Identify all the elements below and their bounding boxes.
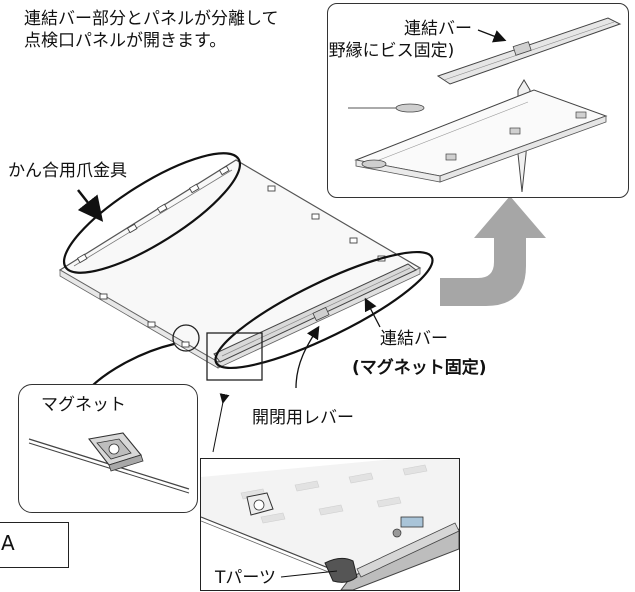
t-parts-drawing (201, 459, 459, 590)
t-part-location-rect (206, 332, 263, 381)
magnet-drawing (28, 432, 190, 494)
corner-box-letter: A (1, 531, 15, 555)
bar-label-arrow (364, 297, 381, 328)
t-parts-label: Tパーツ (215, 568, 277, 588)
connecting-bar-label: 連結バー (380, 329, 448, 349)
clamp-fittings (76, 165, 386, 348)
connecting-bar-bottom (213, 263, 417, 363)
corner-box: A (0, 522, 69, 568)
open-direction-arrow (440, 196, 546, 306)
detail-box-top: 連結バー (野縁にビス固定) (327, 3, 629, 198)
clamp-fitting-label: かん合用爪金具 (8, 161, 127, 181)
magnet-fixing-label: (マグネット固定) (352, 358, 487, 378)
caption: 連結バー部分とパネルが分離して 点検口パネルが開きます。 (24, 8, 279, 52)
magnet-detail-box: マグネット (18, 384, 198, 513)
magnet-label: マグネット (41, 395, 126, 415)
top-fixing-label: (野縁にビス固定) (327, 41, 455, 61)
top-connecting-bar-label: 連結バー (404, 19, 472, 39)
top-detail-drawing (348, 17, 622, 193)
caption-line-1: 連結バー部分とパネルが分離して (24, 9, 279, 29)
open-close-lever-label: 開閉用レバー (252, 408, 354, 428)
caption-line-2: 点検口パネルが開きます。 (24, 31, 227, 51)
t-parts-detail-box: Tパーツ (200, 458, 460, 591)
magnet-location-circle (172, 324, 200, 352)
fitting-highlight-ellipse (62, 152, 242, 274)
lever-label-arrow (295, 325, 320, 389)
t-part-leader-line (212, 393, 230, 453)
fitting-label-arrow (77, 189, 104, 222)
bar-highlight-ellipse (214, 250, 434, 370)
